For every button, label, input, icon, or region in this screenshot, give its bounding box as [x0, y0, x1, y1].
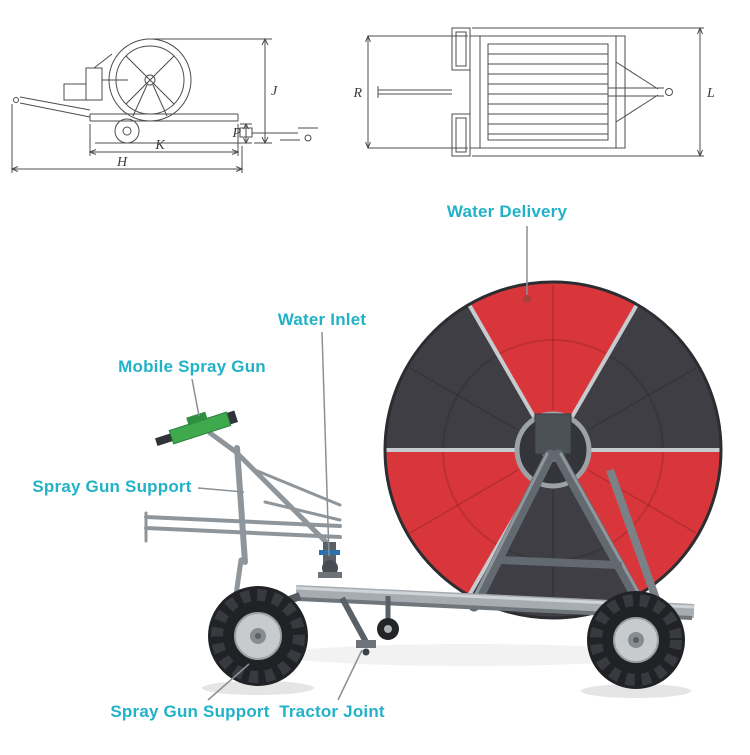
- dimension-label-L: L: [706, 86, 715, 101]
- rear-support-bar: [606, 468, 664, 612]
- callout-spray-gun-support-left: Spray Gun Support: [32, 477, 192, 496]
- leader-spray-gun-support-bottom: [207, 663, 250, 701]
- mobile-spray-gun: [155, 410, 238, 447]
- spray-gun-cart: [144, 430, 342, 605]
- reel-a-frame: [468, 413, 650, 616]
- top-view-dimensions: [365, 26, 704, 158]
- leader-mobile-spray-gun: [191, 378, 200, 417]
- top-view-technical-drawing: [377, 27, 673, 157]
- leader-water-inlet: [321, 331, 330, 557]
- right-wheel-shadow: [581, 684, 691, 698]
- callout-tractor-joint: Tractor Joint: [279, 702, 385, 721]
- ground-shadow: [280, 644, 660, 666]
- dimension-label-K: K: [154, 138, 165, 153]
- left-wheel: [208, 586, 308, 686]
- callout-spray-gun-support-bottom: Spray Gun Support: [110, 702, 270, 721]
- leader-spray-gun-support-left: [197, 487, 245, 493]
- callout-leader-lines: [191, 226, 528, 701]
- water-delivery-marker-dot: [523, 295, 531, 303]
- side-view-dimensions: [10, 37, 272, 173]
- dimension-label-R: R: [352, 86, 362, 101]
- machine-illustration: [144, 280, 723, 698]
- leader-tractor-joint: [337, 649, 363, 701]
- side-view-technical-drawing: [13, 38, 318, 144]
- dimension-label-J: J: [271, 84, 278, 99]
- callout-mobile-spray-gun: Mobile Spray Gun: [118, 357, 266, 376]
- callout-water-delivery: Water Delivery: [446, 202, 568, 221]
- left-wheel-shadow: [202, 681, 314, 695]
- dimension-label-P: P: [231, 126, 241, 141]
- right-wheel: [587, 591, 685, 689]
- water-inlet-fitting: [318, 542, 342, 578]
- dimension-label-H: H: [116, 155, 128, 170]
- tractor-joint-assembly: [339, 596, 399, 656]
- callout-water-inlet: Water Inlet: [277, 310, 367, 329]
